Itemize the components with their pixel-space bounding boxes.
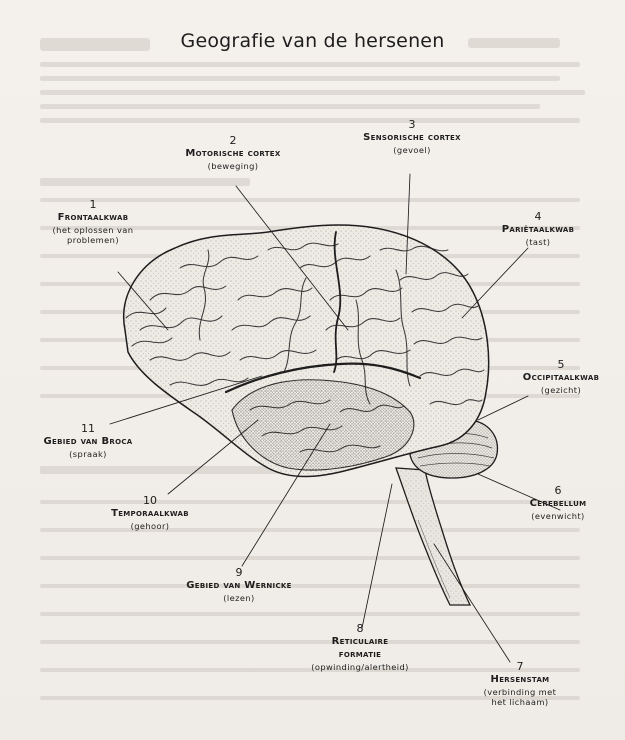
label-number: 8: [280, 622, 440, 636]
label-gebied-van-broca: 11 Gebied van Broca (spraak): [14, 422, 162, 459]
label-occipitaalkwab: 5 Occipitaalkwab (gezicht): [498, 358, 624, 395]
label-description: (verbinding met het lichaam): [458, 687, 582, 708]
label-number: 6: [500, 484, 616, 498]
label-name: Pariëtaalkwab: [478, 224, 598, 237]
label-gebied-van-wernicke: 9 Gebied van Wernicke (lezen): [158, 566, 320, 603]
label-number: 2: [158, 134, 308, 148]
label-temporaalkwab: 10 Temporaalkwab (gehoor): [80, 494, 220, 531]
label-name: Gebied van Broca: [14, 436, 162, 449]
label-reticulaire-formatie: 8 Reticulaire formatie (opwinding/alerth…: [280, 622, 440, 672]
label-hersenstam: 7 Hersenstam (verbinding met het lichaam…: [458, 660, 582, 708]
label-description: (evenwicht): [500, 511, 616, 522]
label-name: Hersenstam: [458, 674, 582, 687]
label-number: 5: [498, 358, 624, 372]
label-cerebellum: 6 Cerebellum (evenwicht): [500, 484, 616, 521]
label-motorische-cortex: 2 Motorische cortex (beweging): [158, 134, 308, 171]
label-name: Temporaalkwab: [80, 508, 220, 521]
label-description: (gevoel): [332, 145, 492, 156]
label-name: Occipitaalkwab: [498, 372, 624, 385]
label-name: Reticulaire formatie: [280, 636, 440, 662]
label-name: Gebied van Wernicke: [158, 580, 320, 593]
label-number: 11: [14, 422, 162, 436]
label-parietaalkwab: 4 Pariëtaalkwab (tast): [478, 210, 598, 247]
label-description: (gezicht): [498, 385, 624, 396]
label-description: (tast): [478, 237, 598, 248]
label-sensorische-cortex: 3 Sensorische cortex (gevoel): [332, 118, 492, 155]
label-number: 7: [458, 660, 582, 674]
label-frontaalkwab: 1 Frontaalkwab (het oplossen van problem…: [18, 198, 168, 246]
label-name: Motorische cortex: [158, 148, 308, 161]
label-description: (opwinding/alertheid): [280, 662, 440, 673]
label-number: 4: [478, 210, 598, 224]
label-number: 9: [158, 566, 320, 580]
label-number: 3: [332, 118, 492, 132]
label-number: 10: [80, 494, 220, 508]
label-description: (spraak): [14, 449, 162, 460]
label-description: (beweging): [158, 161, 308, 172]
label-description: (het oplossen van problemen): [18, 225, 168, 246]
label-name: Sensorische cortex: [332, 132, 492, 145]
label-name: Frontaalkwab: [18, 212, 168, 225]
label-description: (gehoor): [80, 521, 220, 532]
label-description: (lezen): [158, 593, 320, 604]
label-name: Cerebellum: [500, 498, 616, 511]
label-number: 1: [18, 198, 168, 212]
